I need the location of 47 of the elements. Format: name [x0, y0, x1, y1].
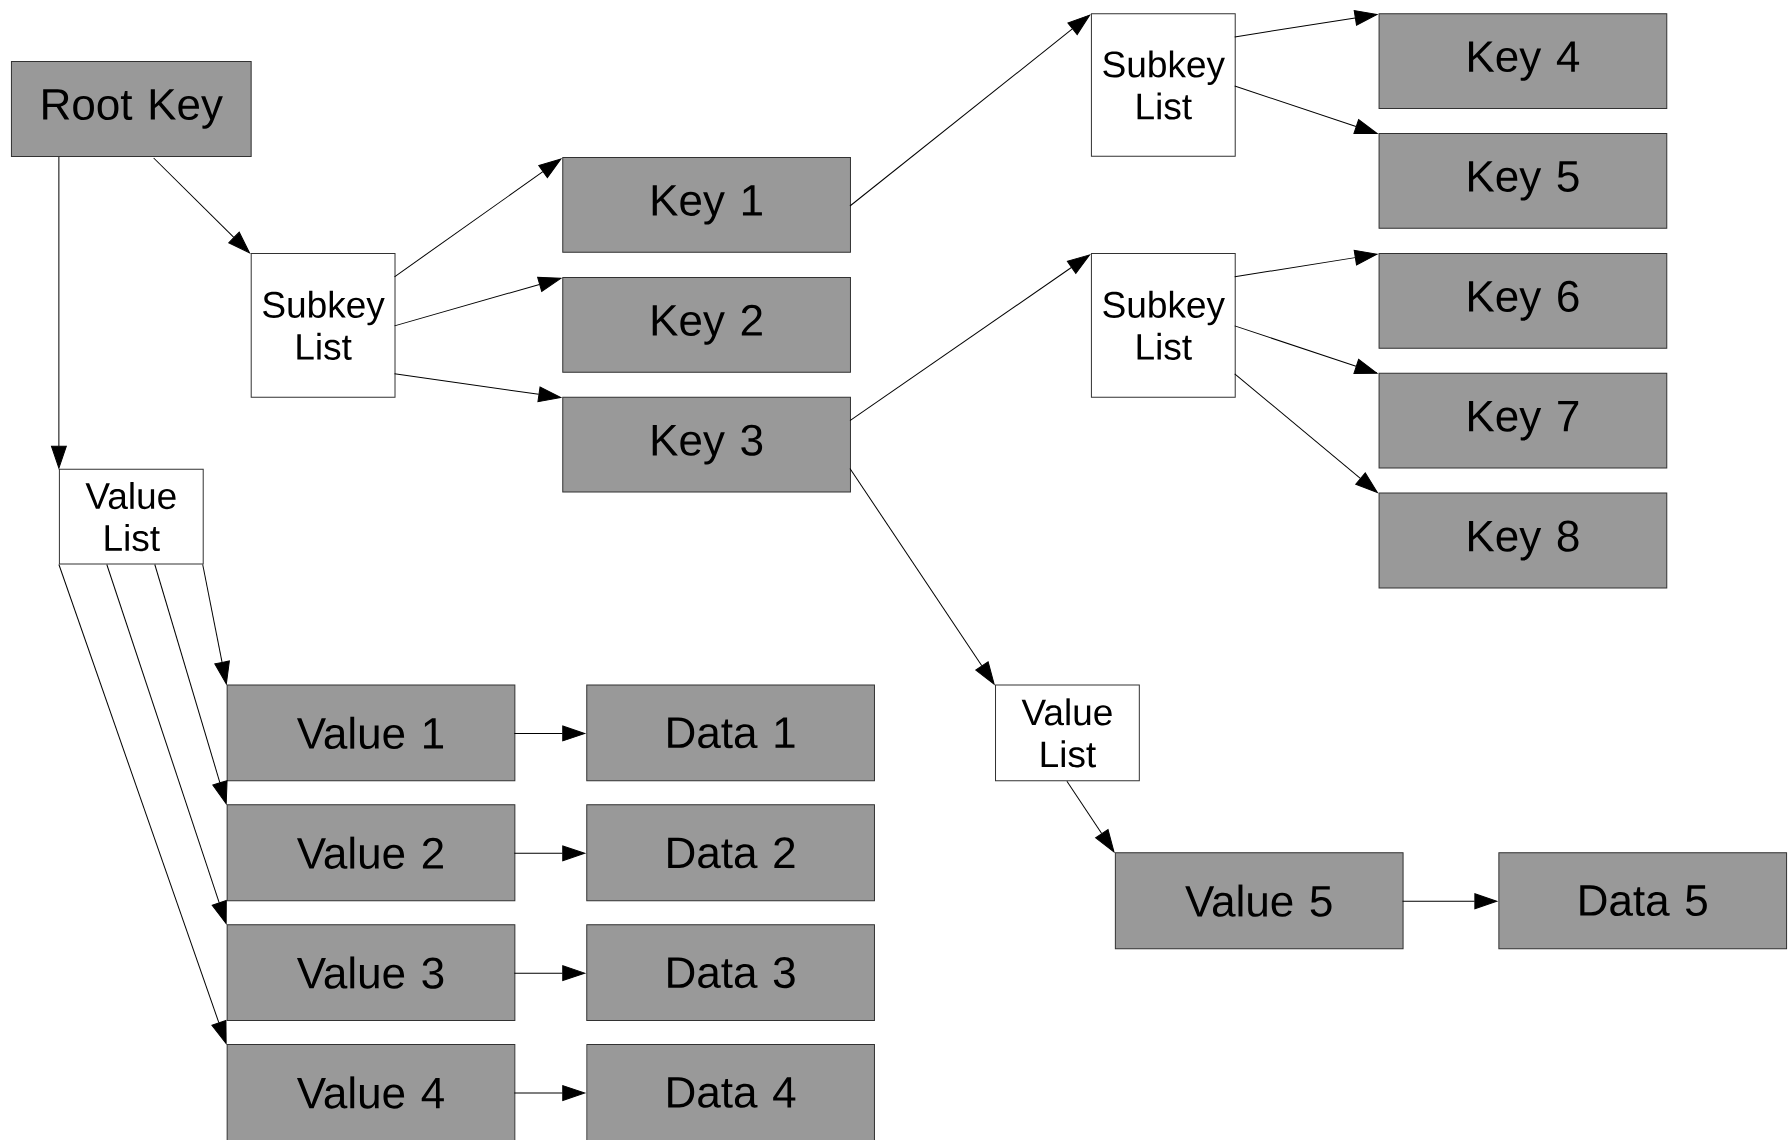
arrow: [1066, 780, 1115, 853]
arrow: [1234, 10, 1378, 38]
key-box: Value 2: [226, 804, 516, 902]
arrow: [1402, 893, 1498, 910]
key-box: Key 6: [1378, 252, 1668, 349]
arrow: [513, 1085, 586, 1101]
list-box: Subkey List: [1090, 253, 1236, 398]
key-box: Value 5: [1114, 852, 1404, 950]
list-box: Subkey List: [250, 253, 396, 398]
arrow: [106, 564, 227, 925]
arrow: [1234, 249, 1378, 278]
arrow: [849, 468, 995, 685]
arrow: [513, 725, 586, 742]
arrow: [1234, 325, 1378, 374]
arrow: [513, 845, 586, 862]
arrow: [394, 276, 562, 327]
arrow: [849, 254, 1091, 422]
key-box: Key 2: [562, 276, 851, 373]
key-box: Value 4: [226, 1044, 516, 1140]
arrow: [1234, 85, 1378, 135]
arrow: [50, 156, 67, 469]
key-box: Root Key: [10, 61, 252, 157]
key-box: Data 1: [586, 684, 875, 782]
arrow: [513, 965, 586, 982]
arrow: [58, 564, 227, 1045]
key-box: Data 5: [1498, 852, 1788, 950]
key-box: Value 3: [226, 924, 516, 1022]
key-box: Key 7: [1378, 372, 1668, 469]
key-box: Data 4: [586, 1044, 875, 1140]
key-box: Data 3: [586, 924, 875, 1022]
list-box: Value List: [58, 468, 204, 565]
arrow: [394, 373, 562, 403]
arrow: [153, 157, 251, 254]
key-box: Key 1: [562, 157, 851, 253]
arrow: [394, 158, 562, 278]
key-box: Data 2: [586, 804, 875, 902]
arrow: [202, 564, 230, 685]
key-box: Key 8: [1378, 492, 1668, 589]
key-box: Key 5: [1378, 133, 1668, 229]
list-box: Value List: [995, 684, 1140, 782]
key-box: Value 1: [226, 684, 516, 782]
key-box: Key 3: [562, 396, 851, 493]
arrow: [849, 14, 1091, 207]
arrow: [1234, 373, 1378, 494]
arrow: [154, 564, 228, 805]
key-box: Key 4: [1378, 13, 1668, 109]
list-box: Subkey List: [1090, 13, 1236, 157]
